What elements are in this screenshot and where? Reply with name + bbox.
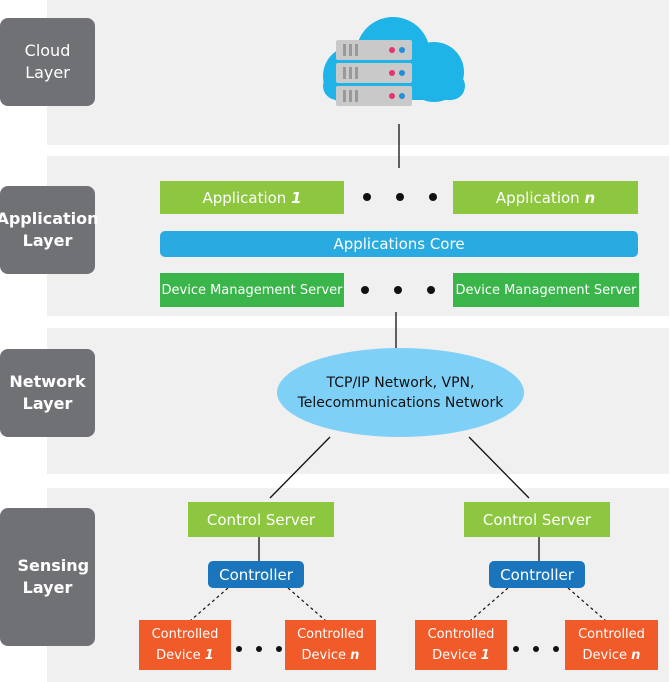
sensing-layer-text: Sensing Layer xyxy=(17,556,90,597)
network-line-1: TCP/IP Network, VPN, xyxy=(326,374,475,391)
controller-right: Controller xyxy=(489,561,585,588)
application-layer-label: Application Layer xyxy=(0,186,99,274)
dms-right-label: Device Management Server xyxy=(455,282,637,298)
device-n-left-word: Device xyxy=(301,648,347,663)
device-1-left-word: Device xyxy=(156,648,201,663)
cloud-server-icon xyxy=(323,17,465,106)
device-n-left-line-1: Controlled xyxy=(297,627,364,642)
device-n-right-line-1: Controlled xyxy=(578,627,645,642)
network-line-2: Telecommunications Network xyxy=(297,394,504,411)
controller-left: Controller xyxy=(208,561,304,588)
network-layer-text: Network Layer xyxy=(9,372,86,413)
applications-core-label: Applications Core xyxy=(333,235,465,253)
device-1-right-word: Device xyxy=(432,648,477,663)
cloud-layer-text: Cloud Layer xyxy=(24,41,71,82)
controller-right-label: Controller xyxy=(500,565,574,584)
device-n-left-index: n xyxy=(350,648,360,663)
applications-core-bar: Applications Core xyxy=(160,231,638,257)
controlled-device-n-left: Controlled Device n xyxy=(285,620,376,670)
application-n-box: Application n xyxy=(453,181,638,214)
device-1-right-line-1: Controlled xyxy=(427,627,495,642)
device-1-left-line-1: Controlled xyxy=(151,627,219,642)
application-n-label: Application xyxy=(495,188,580,207)
application-1-box: Application 1 xyxy=(160,181,344,214)
device-1-right-index: 1 xyxy=(480,648,490,663)
control-server-right: Control Server xyxy=(464,502,610,537)
device-management-server-left: Device Management Server xyxy=(160,273,344,307)
device-ellipsis-right xyxy=(513,646,559,652)
device-management-ellipsis xyxy=(361,286,435,294)
controlled-device-n-right: Controlled Device n xyxy=(565,620,658,670)
control-server-left: Control Server xyxy=(188,502,334,537)
application-layer-text: Application Layer xyxy=(0,209,99,250)
controlled-device-1-right: Controlled Device 1 xyxy=(415,620,507,670)
controller-left-label: Controller xyxy=(219,565,293,584)
network-layer-label: Network Layer xyxy=(0,349,95,437)
cloud-layer-label: Cloud Layer xyxy=(0,18,95,106)
device-ellipsis-left xyxy=(236,646,282,652)
application-1-label: Application xyxy=(202,188,287,207)
controlled-device-1-left: Controlled Device 1 xyxy=(139,620,231,670)
application-n-index: n xyxy=(584,188,596,207)
control-server-left-label: Control Server xyxy=(206,510,316,529)
sensing-layer-label: Sensing Layer xyxy=(0,508,95,646)
network-ellipse: TCP/IP Network, VPN, Telecommunications … xyxy=(277,348,524,437)
control-server-right-label: Control Server xyxy=(482,510,592,529)
dms-left-label: Device Management Server xyxy=(161,282,343,298)
application-1-index: 1 xyxy=(291,188,302,207)
device-n-right-index: n xyxy=(631,648,641,663)
device-n-right-word: Device xyxy=(582,648,628,663)
device-management-server-right: Device Management Server xyxy=(453,273,639,307)
device-1-left-index: 1 xyxy=(204,648,214,663)
application-ellipsis xyxy=(363,193,437,201)
